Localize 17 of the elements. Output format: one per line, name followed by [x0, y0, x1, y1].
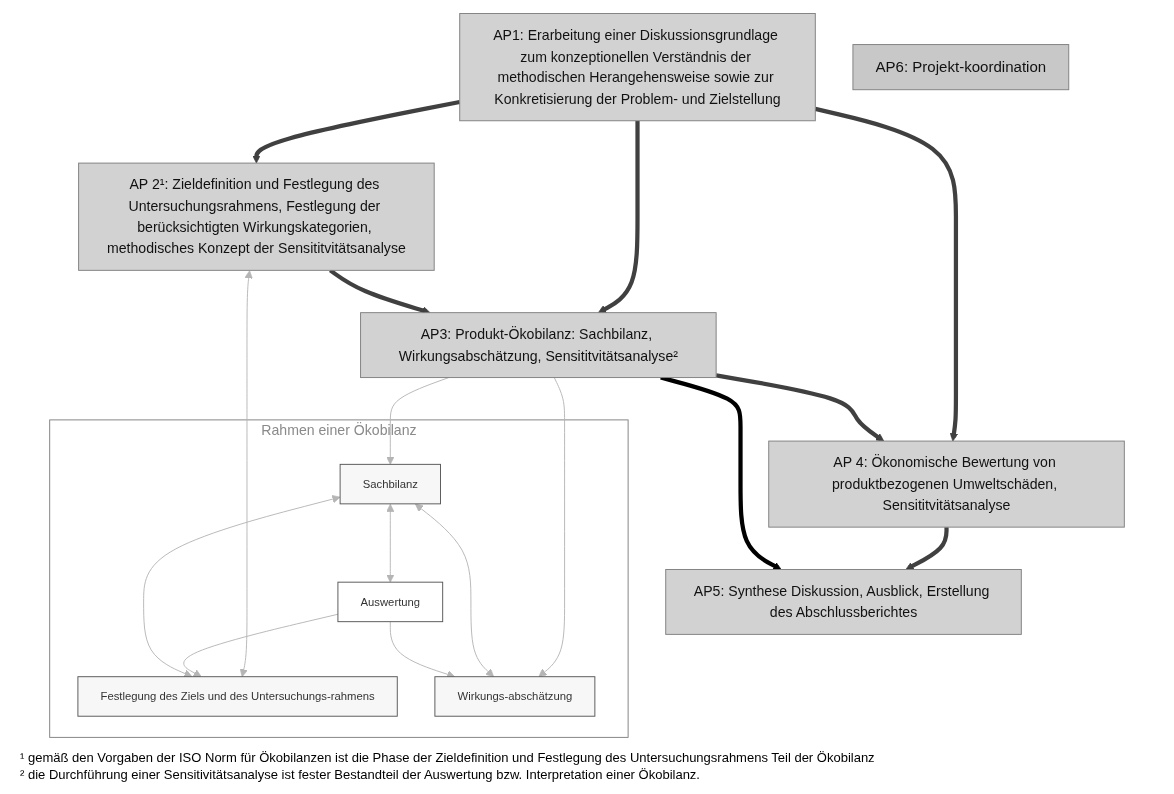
- arrow: [715, 373, 885, 442]
- arrow: [598, 120, 640, 314]
- node-box: Auswertung: [337, 581, 444, 623]
- node-box: AP 2¹: Zieldefinition und Festlegung des Untersuchungsrahmens, Festlegung der berücksichtigten Wirkungskategorien, methodisches Konzept der Sensititvitätsanalyse: [78, 162, 435, 271]
- node-box: AP 4: Ökonomische Bewertung von produktbezogenen Umweltschäden, Sensititvitätsanalyse: [768, 440, 1125, 528]
- node-box: AP1: Erarbeitung einer Diskussionsgrundlage zum konzeptionellen Verständnis der methodischen Herangehensweise sowie zur Konkretisierung der Problem- und Zielstellung: [459, 13, 816, 122]
- node-box: Wirkungs-abschätzung: [434, 676, 596, 717]
- arrow: [814, 106, 959, 442]
- arrow: [252, 99, 461, 164]
- node-box: Sachbilanz: [339, 463, 441, 505]
- node-box: AP3: Produkt-Ökobilanz: Sachbilanz, Wirkungsabschätzung, Sensititvitätsanalyse²: [360, 312, 717, 379]
- footnote: ² die Durchführung einer Sensitivitätsanalyse ist fester Bestandteil der Auswertung bzw. Interpretation einer Ökobilanz.: [20, 766, 701, 784]
- arrow: [905, 527, 949, 570]
- node-box: Festlegung des Ziels und des Untersuchungs-rahmens: [77, 676, 398, 717]
- node-box: AP5: Synthese Diskussion, Ausblick, Erstellung des Abschlussberichtes: [665, 569, 1022, 635]
- footnote: ¹ gemäß den Vorgaben der ISO Norm für Ökobilanzen ist die Phase der Zieldefinition und Festlegung des Untersuchungsrahmens Teil der Ökobilanz: [20, 748, 876, 767]
- node-box: AP6: Projekt-koordination: [852, 44, 1070, 91]
